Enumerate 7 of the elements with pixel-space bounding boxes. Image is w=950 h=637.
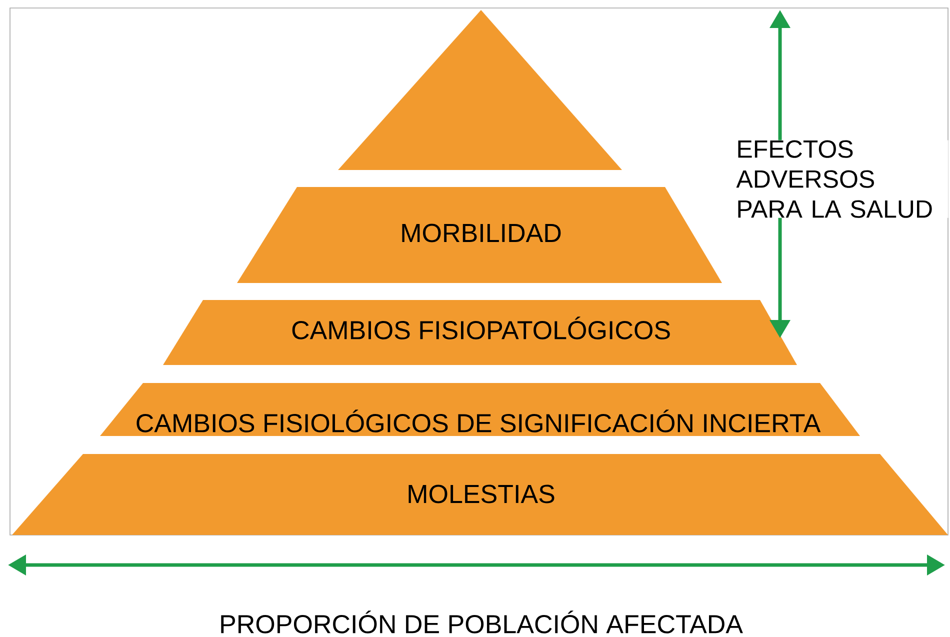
axis-label: PROPORCIÓN DE POBLACIÓN AFECTADA [221, 610, 743, 634]
pyramid-tier: CAMBIOS FISIOPATOLÓGICOS [163, 300, 797, 365]
axis-label: EFECTOS ADVERSOS PARA LA SALUD [736, 140, 948, 218]
pyramid-tier: CAMBIOS FISIOLÓGICOS DE SIGNIFICACIÓN INCIERTA [100, 383, 860, 436]
pyramid-tier: MORBILIDAD [237, 187, 722, 283]
pyramid-apex [338, 10, 622, 170]
pyramid-tier: MOLESTIAS [12, 454, 948, 535]
